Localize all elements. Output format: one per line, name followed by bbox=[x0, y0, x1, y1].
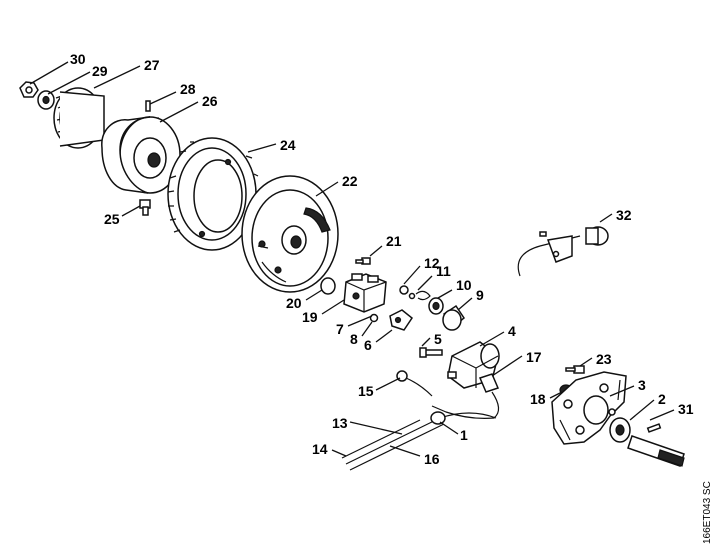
callouts: 30 29 27 28 26 24 22 25 21 12 11 10 9 20… bbox=[70, 51, 694, 467]
callout-8: 8 bbox=[350, 331, 358, 347]
part-25-screw bbox=[139, 199, 151, 216]
callout-22: 22 bbox=[342, 173, 358, 189]
callout-23: 23 bbox=[596, 351, 612, 367]
callout-17: 17 bbox=[526, 349, 542, 365]
part-12-nut bbox=[399, 285, 409, 295]
drawing-code: 166ET043 SC bbox=[702, 481, 713, 544]
callout-21: 21 bbox=[386, 233, 402, 249]
part-10-bushing bbox=[428, 297, 444, 315]
part-11-spring bbox=[408, 290, 431, 301]
ignition-lead bbox=[341, 391, 500, 471]
part-8-screw bbox=[369, 313, 379, 323]
part-20-spacer bbox=[320, 277, 336, 295]
callout-12: 12 bbox=[424, 255, 440, 271]
callout-20: 20 bbox=[286, 295, 302, 311]
part-17-boot bbox=[478, 373, 500, 393]
callout-32: 32 bbox=[616, 207, 632, 223]
callout-30: 30 bbox=[70, 51, 86, 67]
part-32-wire bbox=[517, 226, 609, 277]
part-15-lug bbox=[396, 370, 433, 397]
part-5-screw bbox=[419, 347, 443, 358]
callout-29: 29 bbox=[92, 63, 108, 79]
callout-3: 3 bbox=[638, 377, 646, 393]
callout-28: 28 bbox=[180, 81, 196, 97]
part-9-cap bbox=[442, 304, 465, 331]
part-2-ring bbox=[609, 417, 631, 443]
callout-6: 6 bbox=[364, 337, 372, 353]
callout-13: 13 bbox=[332, 415, 348, 431]
part-21-screw bbox=[355, 257, 371, 265]
callout-10: 10 bbox=[456, 277, 472, 293]
part-29-washer bbox=[37, 90, 55, 110]
callout-26: 26 bbox=[202, 93, 218, 109]
part-3-base-plate bbox=[551, 371, 627, 445]
callout-4: 4 bbox=[508, 323, 516, 339]
part-27-ring bbox=[53, 87, 105, 149]
callout-18: 18 bbox=[530, 391, 546, 407]
crankshaft bbox=[627, 435, 685, 467]
callout-11: 11 bbox=[436, 263, 451, 279]
callout-1: 1 bbox=[460, 427, 468, 443]
callout-2: 2 bbox=[658, 391, 666, 407]
leader-lines bbox=[29, 61, 675, 457]
callout-5: 5 bbox=[434, 331, 442, 347]
part-22-flywheel bbox=[241, 175, 339, 293]
part-28-pin bbox=[145, 100, 151, 112]
part-19-module bbox=[343, 273, 387, 313]
callout-24: 24 bbox=[280, 137, 296, 153]
callout-15: 15 bbox=[358, 383, 374, 399]
part-30-nut bbox=[19, 81, 39, 98]
callout-19: 19 bbox=[302, 309, 318, 325]
part-24-fan-wheel bbox=[167, 137, 261, 251]
callout-25: 25 bbox=[104, 211, 120, 227]
callout-27: 27 bbox=[144, 57, 160, 73]
callout-9: 9 bbox=[476, 287, 484, 303]
callout-31: 31 bbox=[678, 401, 694, 417]
part-23-screw bbox=[565, 365, 585, 374]
callout-16: 16 bbox=[424, 451, 440, 467]
part-7-terminal bbox=[389, 309, 414, 331]
callout-7: 7 bbox=[336, 321, 344, 337]
callout-14: 14 bbox=[312, 441, 328, 457]
part-31-key bbox=[646, 423, 662, 433]
